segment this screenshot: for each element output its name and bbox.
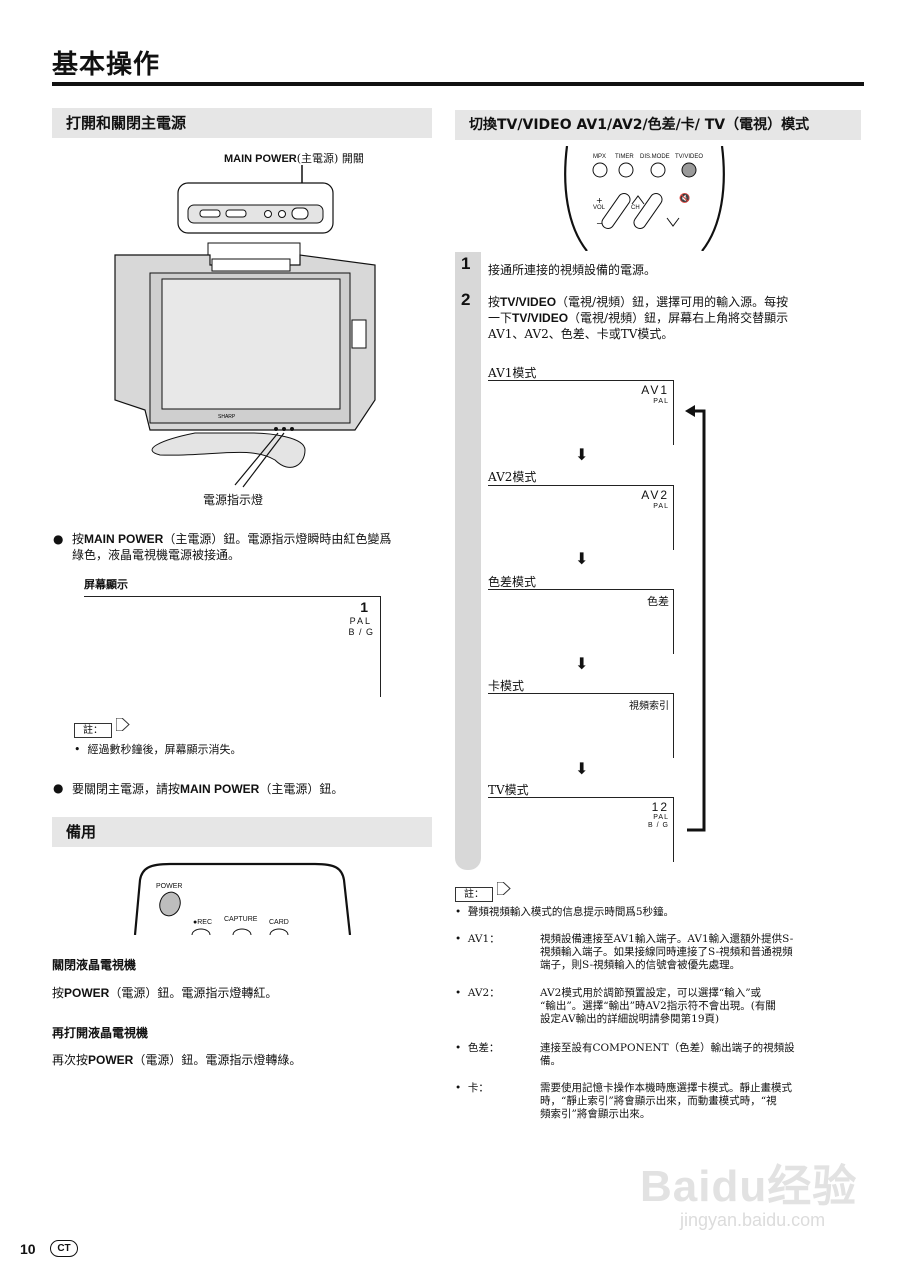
sub-text-on: 再次按POWER（電源）鈕。電源指示燈轉綠。 — [52, 1053, 302, 1067]
step-2-text: 按TV/VIDEO（電視/視頻）鈕，選擇可用的輸入源。每按 一下TV/VIDEO… — [488, 295, 789, 341]
note-av2-term: • AV2： — [455, 987, 500, 999]
note-component-body: 連接至設有COMPONENT（色差）輸出端子的視頻設 備。 — [540, 1042, 795, 1067]
main-power-bold: MAIN POWER — [84, 532, 164, 546]
remote-card-label: CARD — [269, 919, 289, 926]
arrow-down-icon: ⬇ — [575, 759, 589, 778]
note-av1-body: 視頻設備連接至AV1輸入端子。AV1輸入還額外提供S- 視頻輸入端子。如果接線同… — [540, 933, 794, 971]
remote-label-ch: CH — [631, 205, 640, 211]
mode-screen-component: 色差 — [488, 589, 674, 654]
mode-label-tv: TV模式 — [488, 783, 529, 797]
main-power-callout-bold: MAIN POWER — [224, 153, 297, 165]
mode-screen-av1: AV1 PAL — [488, 380, 674, 445]
arrow-down-icon: ⬇ — [575, 445, 589, 464]
sub-text-off: 按POWER（電源）鈕。電源指示燈轉紅。 — [52, 986, 278, 1000]
main-power-callout: MAIN POWER(主電源) 開關 — [224, 150, 364, 166]
remote-rec-label: ●REC — [193, 919, 213, 926]
section-mode-title: 切換TV/VIDEO AV1/AV2/色差/卡/ TV（電視）模式 — [455, 110, 861, 140]
step-1-number: 1 — [461, 254, 471, 273]
page-title: 基本操作 — [52, 50, 161, 80]
step-1-text: 接通所連接的視頻設備的電源。 — [488, 263, 657, 277]
remote-capture-label: CAPTURE — [224, 916, 258, 923]
section-standby-title: 備用 — [52, 817, 432, 847]
remote-label-vol: VOL — [593, 205, 606, 211]
bullet-turn-off-text: 要關閉主電源，請按MAIN POWER（主電源）鈕。 — [72, 782, 344, 796]
bullet-turn-on-text: 按MAIN POWER（主電源）鈕。電源指示燈瞬時由紅色變爲 綠色，液晶電視機電… — [72, 532, 392, 562]
language-badge: CT — [50, 1240, 78, 1257]
mode-label-av1: AV1模式 — [488, 366, 537, 380]
page-number: 10 — [20, 1241, 36, 1257]
screen-osd-system: PAL — [349, 616, 372, 626]
note-arrow-icon — [496, 881, 511, 896]
screen-caption: 屏幕顯示 — [84, 579, 128, 591]
remote-power-label: POWER — [156, 883, 183, 890]
arrow-down-icon: ⬇ — [575, 654, 589, 673]
note-card-term: • 卡： — [455, 1082, 489, 1094]
note-av2-body: AV2模式用於調節預置設定，可以選擇“輸入”或 “輸出”。選擇“輸出”時AV2指… — [540, 987, 776, 1025]
mode-screen-tv: 12 PAL B / G — [488, 797, 674, 862]
watermark-logo: Baidu经验 — [640, 1162, 858, 1211]
cycle-loop-arrow — [685, 405, 706, 832]
remote-tvvideo-illustration: 🔇 + − — [564, 146, 725, 251]
arrow-down-icon: ⬇ — [575, 549, 589, 568]
power-indicator-label: 電源指示燈 — [203, 493, 264, 507]
note-main: • 聲頻視頻輸入模式的信息提示時間爲5秒鐘。 — [455, 906, 675, 918]
mode-label-card: 卡模式 — [488, 679, 525, 693]
main-power-callout-rest: (主電源) 開關 — [296, 152, 364, 165]
screen-osd-channel: 1 — [360, 599, 368, 615]
svg-text:+: + — [596, 196, 603, 205]
note-arrow-icon — [115, 717, 130, 732]
mode-label-av2: AV2模式 — [488, 470, 537, 484]
section-power-title: 打開和關閉主電源 — [52, 108, 432, 138]
bullet-dot: ● — [53, 532, 64, 546]
screen-display-box: 1 PAL B / G — [84, 596, 381, 697]
remote-standby-illustration — [133, 862, 352, 935]
mode-label-component: 色差模式 — [488, 575, 537, 589]
note-av1-term: • AV1： — [455, 933, 500, 945]
lcd-tv-illustration: SHARP — [114, 165, 376, 488]
remote-label-tvvideo: TV/VIDEO — [675, 154, 704, 160]
svg-text:SHARP: SHARP — [218, 414, 236, 420]
steps-bar — [455, 252, 481, 870]
sub-title-on: 再打開液晶電視機 — [52, 1026, 149, 1040]
mode-screen-av2: AV2 PAL — [488, 485, 674, 550]
sub-title-off: 關閉液晶電視機 — [52, 958, 137, 972]
screen-osd-sound: B / G — [348, 627, 374, 637]
step-2-number: 2 — [461, 290, 471, 309]
note-item: • 經過數秒鐘後，屏幕顯示消失。 — [74, 743, 242, 756]
remote-label-mpx: MPX — [593, 154, 607, 160]
svg-text:🔇: 🔇 — [679, 192, 690, 204]
note-badge: 註： — [74, 717, 130, 738]
watermark-url: jingyan.baidu.com — [680, 1210, 826, 1230]
note-component-term: • 色差： — [455, 1042, 500, 1054]
title-rule — [52, 82, 864, 86]
mode-screen-card: 視頻索引 — [488, 693, 674, 758]
note-badge-right: 註： — [455, 881, 511, 902]
remote-label-timer: TIMER — [615, 154, 634, 160]
bullet-dot: ● — [53, 781, 64, 795]
note-card-body: 需要使用記憶卡操作本機時應選擇卡模式。靜止畫模式 時，“靜止索引”將會顯示出來，… — [540, 1082, 792, 1120]
svg-text:−: − — [596, 219, 603, 228]
remote-label-dismode: DIS.MODE — [640, 154, 670, 160]
